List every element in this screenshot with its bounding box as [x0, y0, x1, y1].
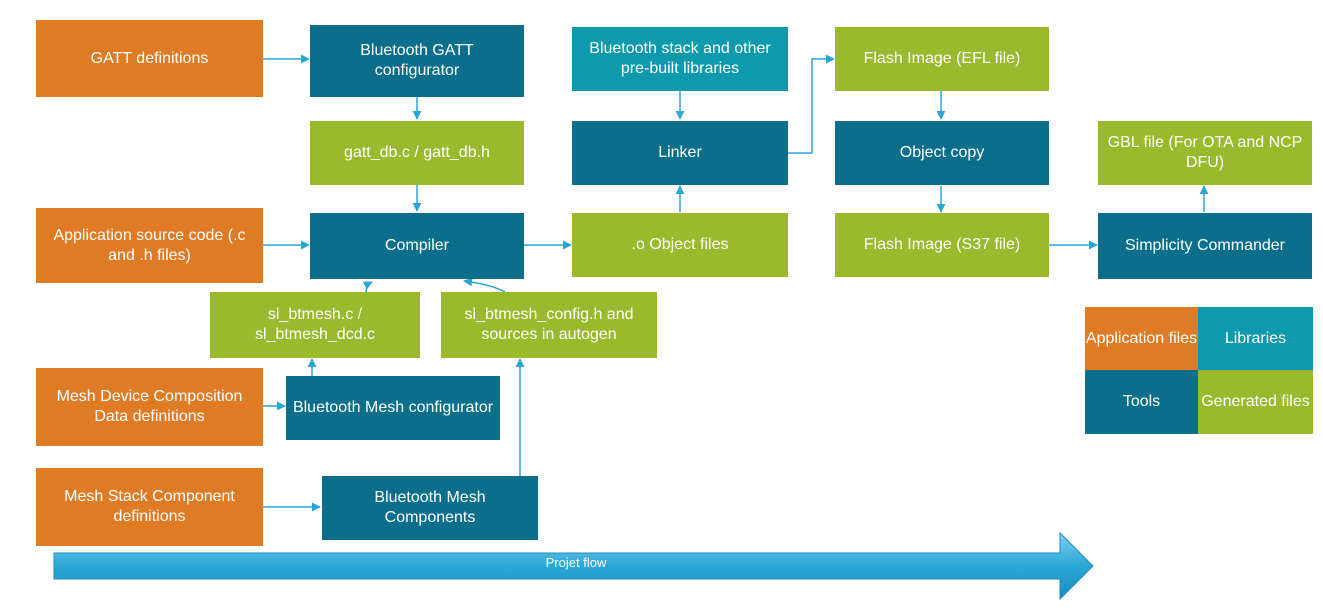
edge-btmesh-config-to-compiler: [463, 277, 506, 293]
project-flow-arrow: [53, 531, 1094, 601]
edge-sl-btmesh-to-compiler: [362, 281, 373, 293]
project-flow-label: Projet flow: [545, 555, 607, 570]
bt-stack-libs-node: Bluetooth stack and other pre-built libr…: [572, 27, 788, 91]
gatt-db-node: gatt_db.c / gatt_db.h: [310, 121, 524, 185]
legend-application-files: Application files: [1085, 307, 1198, 370]
legend-generated-files: Generated files: [1198, 370, 1313, 434]
mesh-components-node: Bluetooth Mesh Components: [322, 476, 538, 540]
sl-btmesh-node: sl_btmesh.c / sl_btmesh_dcd.c: [210, 292, 420, 358]
edge-linker-to-flash-efl: [788, 54, 835, 154]
flash-s37-node: Flash Image (S37 file): [835, 213, 1049, 277]
compiler-node: Compiler: [310, 213, 524, 279]
flash-efl-node: Flash Image (EFL file): [835, 27, 1049, 91]
simplicity-commander-node: Simplicity Commander: [1098, 213, 1312, 279]
gatt-configurator-node: Bluetooth GATT configurator: [310, 25, 524, 97]
gatt-definitions-node: GATT definitions: [36, 20, 263, 97]
btmesh-config-node: sl_btmesh_config.h and sources in autoge…: [441, 292, 657, 358]
mesh-stack-definitions-node: Mesh Stack Component definitions: [36, 468, 263, 546]
legend-tools: Tools: [1085, 370, 1198, 434]
object-copy-node: Object copy: [835, 121, 1049, 185]
legend-libraries: Libraries: [1198, 307, 1313, 370]
linker-node: Linker: [572, 121, 788, 185]
mesh-configurator-node: Bluetooth Mesh configurator: [286, 376, 500, 440]
app-source-node: Application source code (.c and .h files…: [36, 208, 263, 283]
mesh-dcd-definitions-node: Mesh Device Composition Data definitions: [36, 368, 263, 446]
object-files-node: .o Object files: [572, 213, 788, 277]
gbl-file-node: GBL file (For OTA and NCP DFU): [1098, 121, 1312, 185]
